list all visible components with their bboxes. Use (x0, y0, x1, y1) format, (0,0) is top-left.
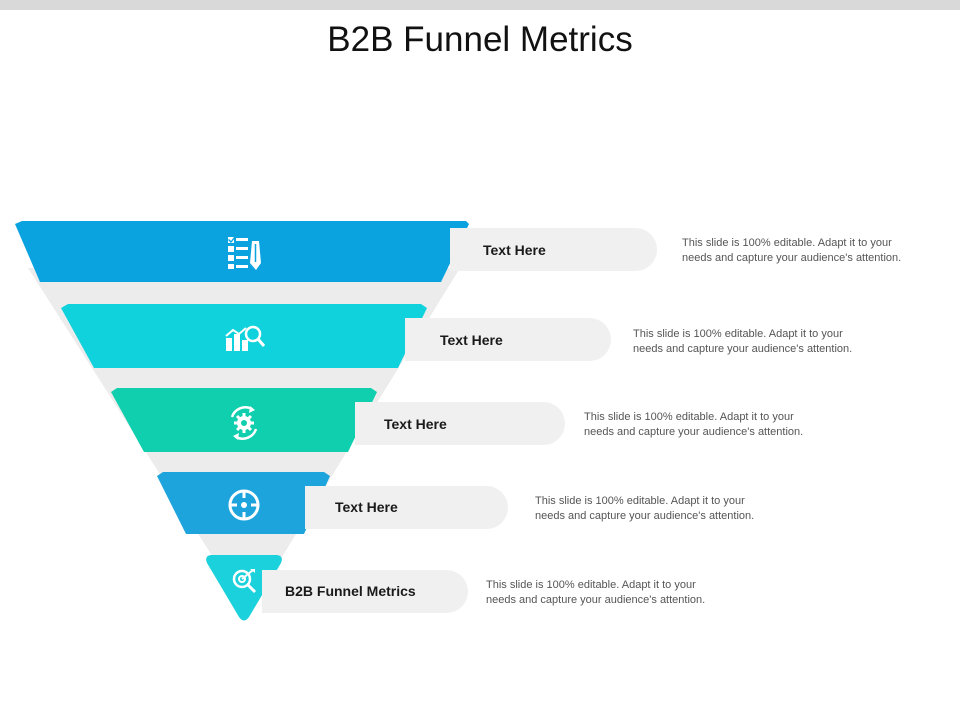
magnifier-target-icon (232, 569, 257, 594)
funnel-stage-2 (61, 304, 427, 368)
stage-2-pill (405, 318, 611, 361)
checklist-pencil-icon (228, 237, 261, 270)
stage-3-description-line-2: needs and capture your audience's attent… (584, 425, 804, 438)
top-bar (0, 0, 960, 10)
stage-2-description-line-1: This slide is 100% editable. Adapt it to… (633, 328, 843, 340)
stage-3-description: This slide is 100% editable. Adapt it to… (584, 410, 834, 439)
stage-4-description-line-2: needs and capture your audience's attent… (535, 509, 755, 522)
stage-3-label: Text Here (384, 416, 447, 432)
funnel-stage-1 (15, 221, 469, 282)
stage-2-description: This slide is 100% editable. Adapt it to… (633, 327, 883, 356)
stage-5-description-line-2: needs and capture your audience's attent… (486, 593, 706, 606)
chart-magnifier-icon (225, 325, 266, 351)
stage-5-description-line-1: This slide is 100% editable. Adapt it to… (486, 579, 696, 591)
stage-1-label: Text Here (483, 242, 546, 258)
stage-4-description: This slide is 100% editable. Adapt it to… (535, 494, 785, 523)
target-icon (228, 489, 260, 521)
stage-3-description-line-1: This slide is 100% editable. Adapt it to… (584, 411, 794, 423)
stage-4-pill (305, 486, 508, 529)
stage-5-label: B2B Funnel Metrics (285, 583, 416, 599)
stage-3-pill (355, 402, 565, 445)
stage-5-description: This slide is 100% editable. Adapt it to… (486, 578, 736, 607)
stage-2-label: Text Here (440, 332, 503, 348)
stage-1-description: This slide is 100% editable. Adapt it to… (682, 236, 932, 265)
gear-cycle-icon (230, 406, 258, 440)
stage-1-description-line-2: needs and capture your audience's attent… (682, 251, 902, 264)
stage-1-pill (450, 228, 657, 271)
stage-2-description-line-2: needs and capture your audience's attent… (633, 342, 853, 355)
slide-title: B2B Funnel Metrics (327, 20, 633, 59)
stage-5-pill (262, 570, 468, 613)
stage-1-description-line-1: This slide is 100% editable. Adapt it to… (682, 237, 892, 249)
stage-4-description-line-1: This slide is 100% editable. Adapt it to… (535, 495, 745, 507)
stage-4-label: Text Here (335, 499, 398, 515)
